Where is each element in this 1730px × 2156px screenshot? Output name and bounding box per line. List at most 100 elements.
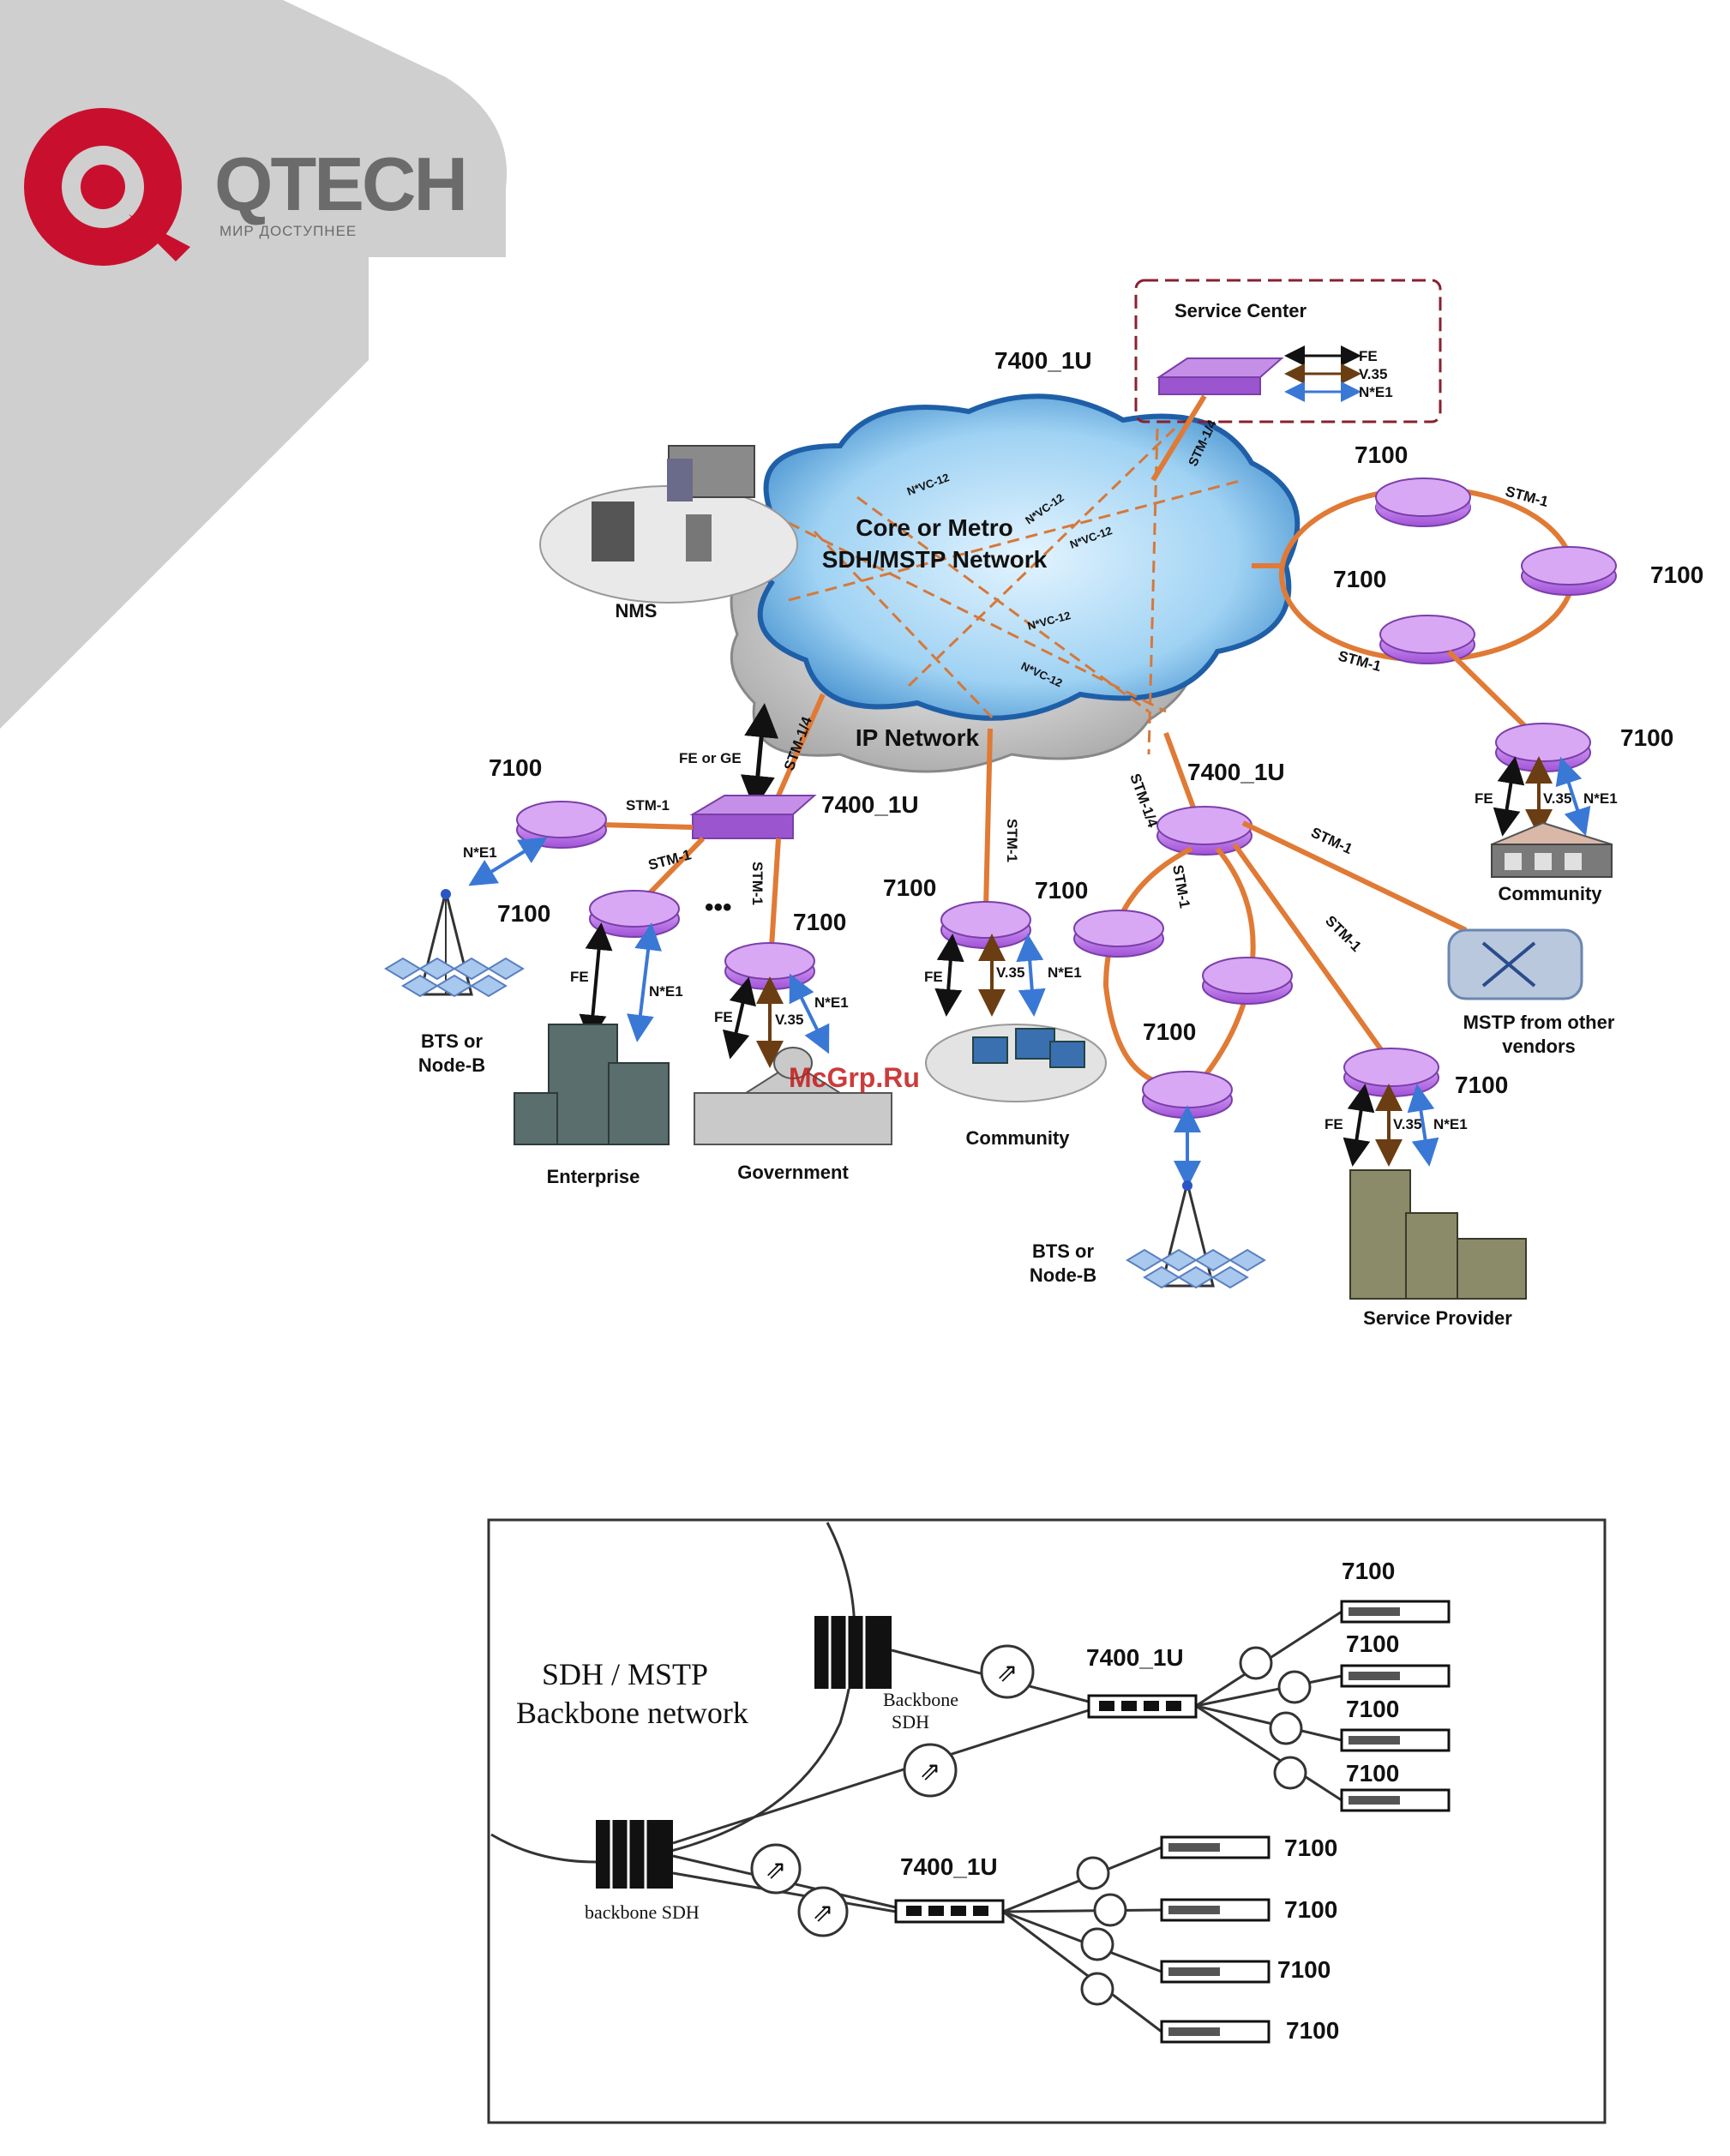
ne1-arrow [468,837,548,886]
government-node [724,942,815,990]
backbone-sdh-bottom-label: backbone SDH [585,1901,700,1923]
government-building-icon [694,1047,892,1145]
core-network-cloud [752,393,1301,721]
stm-vertical-label: STM-1 [749,862,766,905]
svg-text:⇗: ⇗ [996,1658,1018,1688]
bottom-node-label: 7100 [1286,2017,1339,2044]
top-node-label: 7100 [1342,1558,1395,1584]
backbone-sdh-bottom-icon [596,1820,673,1889]
community-building-icon [1491,821,1613,878]
sub-ring-stm-label: STM-1 [1169,863,1193,910]
ring-node-top-label: 7100 [1355,441,1408,468]
stm-mstp-label: STM-1 [1308,824,1355,857]
stm-sp-label: STM-1 [1322,912,1364,954]
link-core-center [983,728,993,910]
diagram-backbone: SDH / MSTP Backbone network Backbone SDH… [487,1518,1607,2124]
ring-node-top [1375,477,1471,527]
fe-arrow [579,922,613,1042]
bts-label-line2: Node-B [418,1054,485,1076]
top-node-label: 7100 [1346,1696,1399,1722]
sub-ring-node-label: 7100 [1143,1018,1196,1045]
center-community-label: Community [966,1127,1071,1149]
fe-arrow [934,934,964,1017]
fe-arrow [1343,1084,1375,1167]
service-provider-node-label: 7100 [1455,1072,1508,1098]
stm-left-label: STM-1 [626,797,670,814]
top-node-ports [1349,1607,1400,1805]
logo-panel: QTECH МИР ДОСТУПНЕЕ [0,0,508,729]
hub-bottom-label: 7400_1U [900,1853,998,1880]
service-provider-node [1343,1048,1439,1097]
ne1-label: N*E1 [463,844,497,861]
fe-arrow [1493,756,1525,837]
government-label: Government [737,1162,849,1183]
bottom-node-label: 7100 [1284,1835,1337,1861]
hub-top-device [1087,1694,1198,1719]
left-hub-device [689,795,817,839]
center-left-label: 7100 [883,874,936,901]
sub-ring-node-left [1073,910,1164,958]
bts-tower-icon [1126,1180,1266,1289]
bottom-node-label: 7100 [1277,1956,1331,1983]
right-hub-device [1156,806,1252,856]
bottom-node-label: 7100 [1284,1896,1337,1923]
backbone-sdh-top-label-1: Backbone [883,1689,958,1710]
link-core-right-hub [1163,731,1198,816]
center-fe-label: FE [924,969,943,985]
svg-text:⇗: ⇗ [812,1898,833,1928]
mstp-label-line2: vendors [1502,1036,1576,1057]
community-node-label: 7100 [1620,724,1673,751]
government-node-label: 7100 [793,909,846,935]
center-v35-label: V.35 [996,964,1024,981]
server-icon [667,459,693,501]
enterprise-ne1-label: N*E1 [649,983,683,1000]
bottom-node-ports [1168,1843,1220,2036]
gov-ne1-label: N*E1 [814,994,849,1011]
ip-network-label: IP Network [856,724,980,751]
server-icon [686,514,712,562]
sub-ring-node-right [1202,957,1293,1005]
link-hub-government [769,838,781,948]
core-network-title: Core or Metro [856,514,1013,541]
repeater-glyphs: ⇗ ⇗ ⇗ ⇗ [765,1658,1018,1928]
watermark: McGrp.Ru [789,1062,920,1093]
logo-tagline: МИР ДОСТУПНЕЕ [219,223,357,239]
ne1-label: N*E1 [1583,790,1618,807]
left-node-label: 7100 [489,754,542,781]
pvc-dashed-lines [771,427,1244,755]
hub-bottom-device [894,1899,1005,1924]
mstp-equipment-icon [1447,928,1583,1000]
svg-text:⇗: ⇗ [765,1855,786,1885]
backbone-sdh-top-icon [814,1616,892,1689]
dots-label: ••• [705,893,732,922]
sp-ne1-label: N*E1 [1433,1116,1468,1132]
enterprise-label: Enterprise [547,1166,640,1187]
service-center-title: Service Center [1174,300,1307,321]
nms-label: NMS [616,600,658,622]
right-hub-stm14-label: STM-1/4 [1126,772,1161,830]
left-node [516,801,607,849]
legend-v35-label: V.35 [1359,366,1387,382]
service-center-device-label: 7400_1U [994,347,1092,374]
top-node-label: 7100 [1346,1760,1399,1787]
center-node [940,901,1031,949]
server-icon [592,501,634,562]
gov-fe-label: FE [714,1009,733,1025]
service-provider-building-icon [1349,1169,1527,1300]
legend-ne1-label: N*E1 [1359,384,1393,400]
service-provider-label: Service Provider [1363,1307,1512,1329]
backbone-sdh-top-label-2: SDH [892,1711,929,1733]
bts-label-line1: BTS or [421,1030,484,1052]
core-network-subtitle: SDH/MSTP Network [822,546,1048,573]
ring-node-right [1521,546,1617,596]
service-center: Service Center FE V.35 N*E1 [1134,279,1442,423]
community-label: Community [1499,883,1603,904]
qtech-logo-mark [24,108,190,266]
nms-platform [539,485,798,604]
left-hub-label: 7400_1U [821,791,919,818]
sub-ring-node-bottom [1142,1071,1233,1119]
device-7400-1u-icon [1156,357,1284,378]
service-center-box [1134,279,1442,423]
enterprise-node [589,890,680,938]
